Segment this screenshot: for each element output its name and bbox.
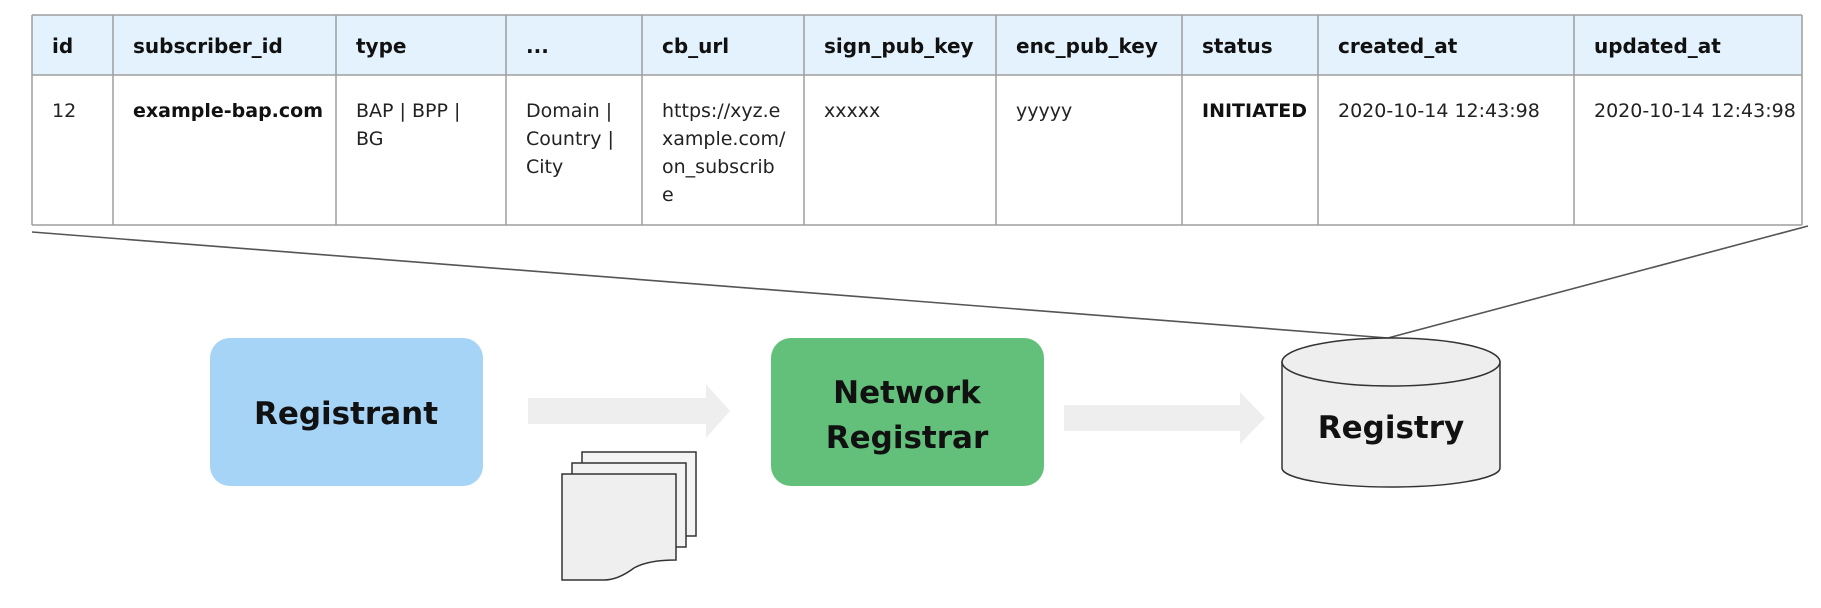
- table-cell: xample.com/: [662, 128, 786, 150]
- table-cell: Country |: [526, 128, 614, 150]
- table-cell: BAP | BPP |: [356, 100, 460, 122]
- network-registrar-label-line2: Registrar: [826, 420, 989, 456]
- subscriber-table: id subscriber_id type... cb_url sign_pub_key…: [31, 14, 1803, 226]
- table-cell: Domain |: [526, 100, 612, 122]
- table-cell: on_subscrib: [662, 156, 775, 178]
- table-cell: INITIATED: [1202, 100, 1307, 122]
- arrow-right-icon: [528, 384, 730, 438]
- table-cell: xxxxx: [824, 100, 880, 122]
- table-cell: https://xyz.e: [662, 100, 780, 122]
- registrant-label: Registrant: [254, 396, 438, 432]
- table-cell: example-bap.com: [133, 100, 323, 122]
- registry-label: Registry: [1318, 410, 1464, 446]
- table-header-cell: updated_at: [1594, 34, 1721, 58]
- table-cell: BG: [356, 128, 383, 150]
- table-cell: e: [662, 184, 674, 206]
- table-header-cell: id: [52, 34, 73, 58]
- table-header-background: [32, 15, 1802, 75]
- table-header-cell: status: [1202, 34, 1273, 58]
- document-stack-icon: [561, 451, 697, 581]
- registrant-node: Registrant: [210, 338, 483, 486]
- database-icon: Registry: [1281, 337, 1501, 488]
- table-header-cell: ...: [526, 34, 549, 58]
- table-cell: 2020-10-14 12:43:98: [1594, 100, 1796, 122]
- table-header-cell: enc_pub_key: [1016, 34, 1158, 58]
- arrow-right-icon: [1064, 392, 1265, 444]
- table-header-cell: subscriber_id: [133, 34, 283, 58]
- network-registrar-node: Network Registrar: [771, 338, 1044, 486]
- table-cell: yyyyy: [1016, 100, 1072, 122]
- callout-line-left: [31, 231, 1389, 339]
- table-header-cell: sign_pub_key: [824, 34, 974, 58]
- table-cell: City: [526, 156, 563, 178]
- table-cell: 2020-10-14 12:43:98: [1338, 100, 1540, 122]
- callout-line-right: [1387, 225, 1809, 339]
- table-header-cell: type: [356, 34, 406, 58]
- network-registrar-label-line1: Network: [833, 375, 982, 411]
- table-header-cell: cb_url: [662, 34, 729, 58]
- table-cell: 12: [52, 100, 76, 122]
- table-header-cell: created_at: [1338, 34, 1458, 58]
